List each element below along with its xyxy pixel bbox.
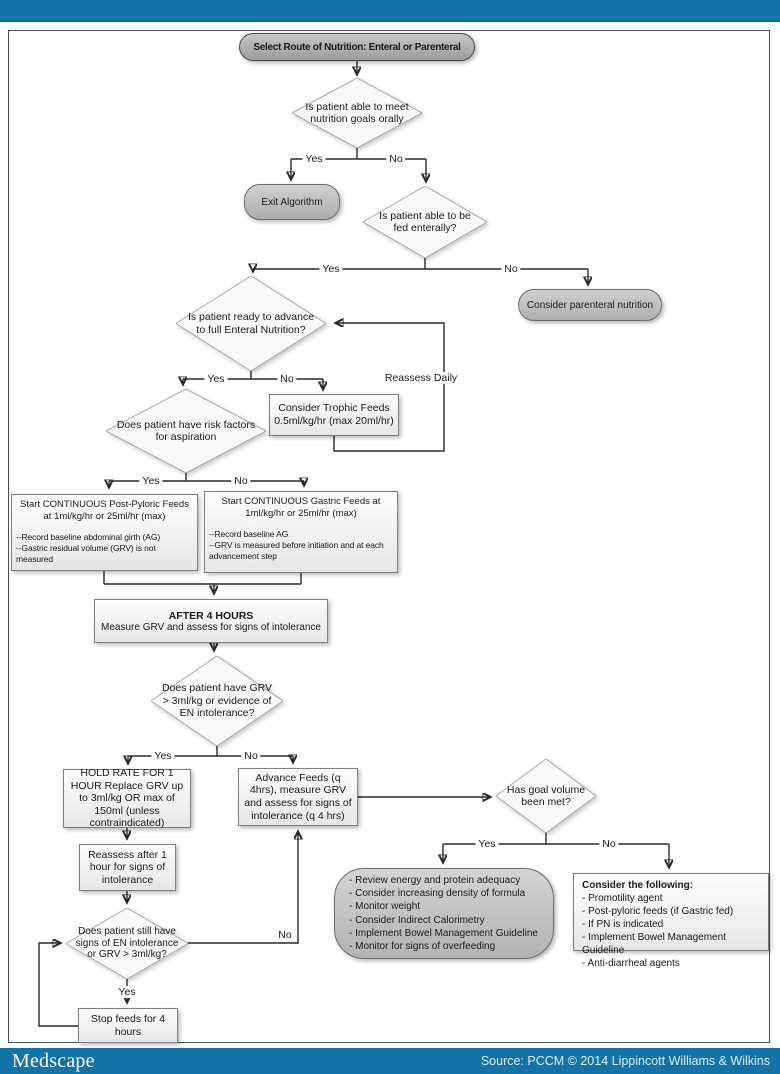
node-select-route-text: Select Route of Nutrition: Enteral or Pa…	[253, 41, 461, 53]
node-hold-rate: HOLD RATE FOR 1 HOUR Replace GRV up to 3…	[63, 767, 191, 829]
node-advance-feeds: Advance Feeds (q 4hrs), measure GRV and …	[238, 768, 358, 826]
node-exit-algorithm-text: Exit Algorithm	[261, 196, 323, 208]
decision-aspiration-risk-text: Does patient have risk factors for aspir…	[116, 418, 256, 443]
node-after-4-hours-subtitle: Measure GRV and assess for signs of into…	[101, 621, 321, 633]
node-post-pyloric-feeds: Start CONTINUOUS Post-Pyloric Feeds at 1…	[11, 494, 198, 571]
node-after-4-hours: AFTER 4 HOURS Measure GRV and assess for…	[94, 599, 328, 643]
consider-following-title: Consider the following:	[582, 880, 694, 891]
decision-goal-volume-text: Has goal volume been met?	[506, 783, 586, 808]
goal-not-met-item: - If PN is indicated	[582, 919, 664, 930]
branch-label-yes: Yes	[151, 750, 175, 762]
goal-not-met-item: - Promotility agent	[582, 893, 663, 904]
decision-grv-check: Does patient have GRV > 3ml/kg or eviden…	[151, 656, 283, 746]
branch-label-no: No	[241, 750, 261, 762]
decision-still-intolerant: Does patient still have signs of EN into…	[66, 908, 188, 979]
node-gastric-note1: --Record baseline AG	[209, 528, 289, 539]
decision-fed-enterally: Is patient able to be fed enterally?	[363, 186, 487, 258]
goal-met-item: - Review energy and protein adequacy	[349, 874, 521, 886]
decision-fed-enterally-text: Is patient able to be fed enterally?	[379, 209, 471, 234]
goal-met-item: - Implement Bowel Management Guideline	[349, 927, 538, 939]
top-bar	[0, 0, 780, 22]
branch-label-yes: Yes	[115, 986, 139, 998]
node-gastric-note2: --GRV is measured before initiation and …	[209, 539, 384, 561]
node-goal-met-actions: - Review energy and protein adequacy - C…	[334, 868, 554, 959]
node-stop-feeds: Stop feeds for 4 hours	[78, 1008, 178, 1043]
branch-label-no: No	[277, 373, 297, 385]
decision-ready-full-en: Is patient ready to advance to full Ente…	[176, 276, 326, 371]
node-hold-rate-text: HOLD RATE FOR 1 HOUR Replace GRV up to 3…	[70, 767, 184, 830]
branch-label-yes: Yes	[204, 373, 228, 385]
medscape-logo: Medscape	[12, 1049, 95, 1072]
flowchart-canvas: Select Route of Nutrition: Enteral or Pa…	[8, 30, 770, 1043]
decision-aspiration-risk: Does patient have risk factors for aspir…	[106, 389, 266, 473]
goal-met-item: - Monitor weight	[349, 901, 421, 913]
node-trophic-feeds-text: Consider Trophic Feeds 0.5ml/kg/hr (max …	[274, 402, 394, 427]
goal-met-item: - Monitor for signs of overfeeding	[349, 940, 496, 952]
node-post-pyloric-note2: --Gastric residual volume (GRV) is not m…	[16, 542, 156, 564]
node-post-pyloric-note1: --Record baseline abdominal girth (AG)	[16, 531, 161, 542]
branch-label-no: No	[386, 153, 406, 165]
decision-still-intolerant-text: Does patient still have signs of EN into…	[75, 925, 179, 961]
decision-goal-volume: Has goal volume been met?	[496, 759, 596, 833]
node-trophic-feeds: Consider Trophic Feeds 0.5ml/kg/hr (max …	[269, 394, 399, 436]
node-post-pyloric-title: Start CONTINUOUS Post-Pyloric Feeds at 1…	[20, 499, 189, 522]
branch-label-no: No	[275, 929, 295, 941]
goal-met-item: - Consider increasing density of formula	[349, 888, 526, 900]
node-gastric-feeds: Start CONTINUOUS Gastric Feeds at 1ml/kg…	[204, 491, 398, 573]
branch-label-no: No	[599, 838, 619, 850]
branch-label-yes: Yes	[139, 475, 163, 487]
footer-bar: Medscape Source: PCCM © 2014 Lippincott …	[0, 1048, 780, 1074]
goal-not-met-item: - Post-pyloric feeds (if Gastric fed)	[582, 906, 734, 917]
node-gastric-title: Start CONTINUOUS Gastric Feeds at 1ml/kg…	[221, 496, 381, 519]
branch-label-yes: Yes	[319, 263, 343, 275]
goal-not-met-item: - Anti-diarrheal agents	[582, 958, 680, 969]
branch-label-no: No	[231, 475, 251, 487]
node-goal-not-met-actions: Consider the following: - Promotility ag…	[573, 873, 769, 969]
branch-label-no: No	[501, 263, 521, 275]
branch-label-yes: Yes	[302, 153, 326, 165]
source-attribution: Source: PCCM © 2014 Lippincott Williams …	[480, 1054, 770, 1068]
decision-oral-goals-text: Is patient able to meet nutrition goals …	[305, 100, 409, 125]
goal-not-met-item: - Implement Bowel Management Guideline	[582, 932, 726, 956]
node-exit-algorithm: Exit Algorithm	[244, 184, 340, 220]
decision-oral-goals: Is patient able to meet nutrition goals …	[292, 78, 422, 148]
node-select-route: Select Route of Nutrition: Enteral or Pa…	[239, 33, 475, 61]
node-after-4-hours-title: AFTER 4 HOURS	[168, 609, 254, 622]
node-stop-feeds-text: Stop feeds for 4 hours	[90, 1012, 166, 1038]
node-consider-parenteral: Consider parenteral nutrition	[518, 289, 662, 321]
decision-ready-full-en-text: Is patient ready to advance to full Ente…	[187, 311, 315, 336]
node-consider-parenteral-text: Consider parenteral nutrition	[526, 299, 654, 311]
node-reassess-1hr-text: Reassess after 1 hour for signs of intol…	[88, 848, 167, 886]
reassess-daily-label: Reassess Daily	[381, 372, 461, 384]
decision-grv-check-text: Does patient have GRV > 3ml/kg or eviden…	[161, 682, 273, 720]
goal-met-item: - Consider Indirect Calorimetry	[349, 914, 485, 926]
branch-label-yes: Yes	[475, 838, 499, 850]
node-reassess-1hr: Reassess after 1 hour for signs of intol…	[79, 844, 176, 891]
node-advance-feeds-text: Advance Feeds (q 4hrs), measure GRV and …	[244, 771, 352, 822]
